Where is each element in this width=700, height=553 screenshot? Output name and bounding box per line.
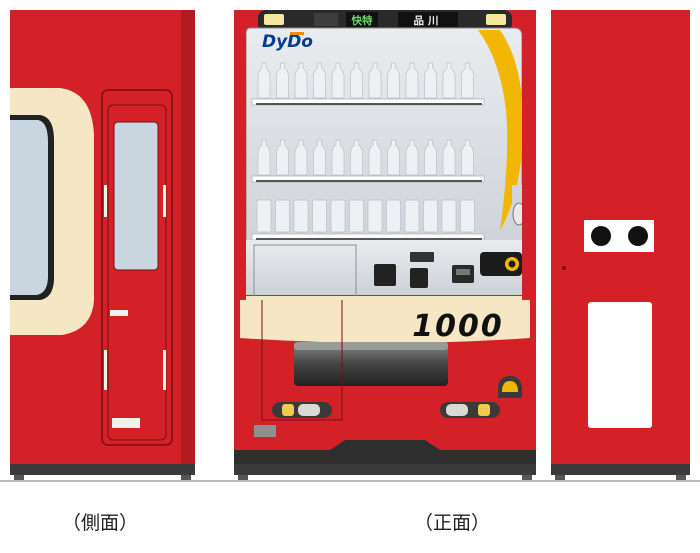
door-window	[113, 121, 159, 271]
front-view-caption: （正面）	[414, 512, 491, 534]
headlight-right	[440, 402, 500, 418]
service-type-text: 快特	[351, 14, 373, 27]
bottle-item	[460, 199, 475, 233]
train-number: 1000	[412, 309, 504, 344]
bottle-item	[404, 199, 420, 233]
bottle-item	[441, 199, 457, 233]
bottle-item	[256, 199, 272, 233]
bottle-item	[312, 199, 327, 233]
destination-text: 品川	[414, 15, 443, 27]
bottle-item	[330, 199, 346, 233]
rear-panel	[588, 302, 652, 428]
bill-display	[410, 252, 434, 262]
return-button	[410, 268, 428, 288]
coin-slot	[374, 264, 396, 286]
rear-view	[551, 10, 690, 480]
side-view	[10, 10, 195, 480]
marker-light-left	[264, 14, 284, 25]
marker-light-right	[486, 14, 506, 25]
bottle-item	[423, 199, 438, 233]
tail-light-left	[591, 226, 611, 246]
destination-sign	[398, 12, 458, 27]
bottle-item	[349, 199, 364, 233]
ground-line	[0, 480, 700, 482]
coupler-box	[254, 425, 276, 437]
front-view: 快特 品川 DyDo	[234, 10, 536, 480]
tail-light-right	[628, 226, 648, 246]
front-skirt	[234, 440, 536, 466]
bottle-item	[367, 199, 383, 233]
bottle-item	[386, 199, 401, 233]
side-door	[101, 89, 173, 446]
bottle-item	[275, 199, 290, 233]
bottle-item	[293, 199, 309, 233]
brand-logo: DyDo	[262, 32, 313, 52]
yellow-swoosh	[478, 30, 524, 230]
front-cream-band	[240, 296, 530, 343]
headlight-left	[272, 402, 332, 418]
service-type-sign	[346, 12, 378, 27]
side-view-caption: （側面）	[62, 512, 139, 534]
product-outlet	[294, 342, 448, 386]
